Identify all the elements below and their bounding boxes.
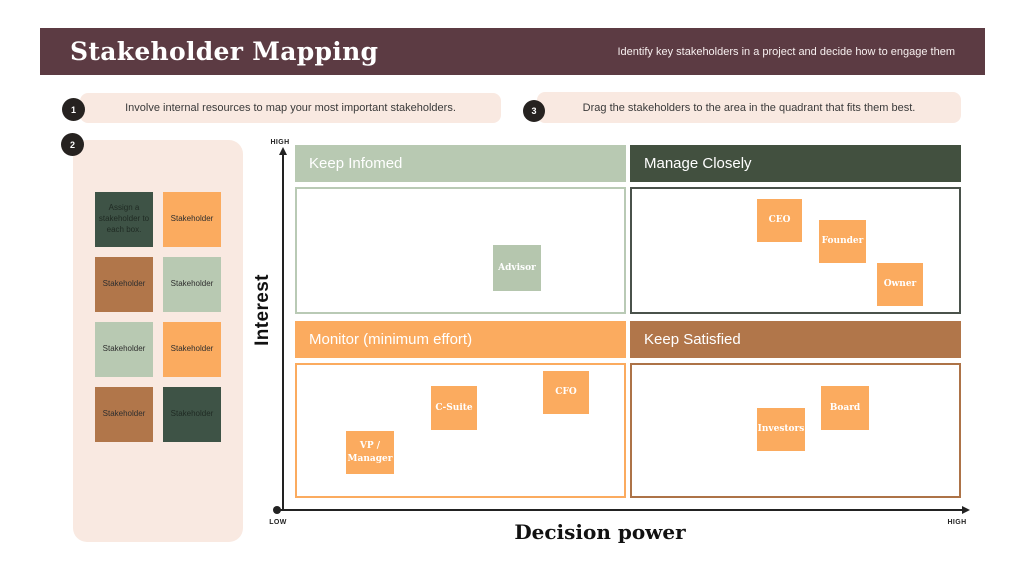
x-axis-line — [277, 509, 968, 511]
tray-stakeholder-box[interactable]: Stakeholder — [163, 192, 221, 247]
stakeholder-card[interactable]: CEO — [757, 199, 802, 242]
tray-stakeholder-box[interactable]: Stakeholder — [95, 322, 153, 377]
quadrant-title: Manage Closely — [644, 155, 752, 172]
y-axis-title: Interest — [252, 274, 273, 346]
stakeholder-card[interactable]: Founder — [819, 220, 866, 263]
tray-stakeholder-box[interactable]: Stakeholder — [95, 387, 153, 442]
quadrant-zone-keep-informed[interactable] — [295, 187, 626, 314]
quadrant-header-monitor: Monitor (minimum effort) — [295, 321, 626, 358]
stakeholder-card[interactable]: CFO — [543, 371, 589, 414]
header-subtitle: Identify key stakeholders in a project a… — [617, 45, 955, 58]
y-axis-high-label: HIGH — [270, 139, 290, 146]
stakeholder-card[interactable]: Board — [821, 386, 869, 430]
page-title: Stakeholder Mapping — [70, 37, 379, 66]
quadrant-title: Monitor (minimum effort) — [309, 331, 473, 348]
stakeholder-card[interactable]: Owner — [877, 263, 923, 306]
x-axis-title: Decision power — [514, 520, 686, 544]
stakeholder-card[interactable]: C-Suite — [431, 386, 477, 430]
x-axis-high-label: HIGH — [947, 519, 967, 526]
axis-origin-dot — [273, 506, 281, 514]
quadrant-header-manage-closely: Manage Closely — [630, 145, 961, 182]
quadrant-header-keep-satisfied: Keep Satisfied — [630, 321, 961, 358]
step-badge-3: 3 — [523, 100, 545, 122]
tray-stakeholder-box[interactable]: Stakeholder — [163, 387, 221, 442]
step-badge-1: 1 — [62, 98, 85, 121]
quadrant-title: Keep Satisfied — [644, 331, 741, 348]
tray-stakeholder-box[interactable]: Stakeholder — [95, 257, 153, 312]
stakeholder-tray: Assign a stakeholder to each box.Stakeho… — [73, 140, 243, 542]
stakeholder-tray-grid: Assign a stakeholder to each box.Stakeho… — [95, 192, 221, 442]
stakeholder-card[interactable]: Advisor — [493, 245, 541, 291]
stakeholder-card[interactable]: VP / Manager — [346, 431, 394, 474]
instruction-text-3: Drag the stakeholders to the area in the… — [582, 101, 916, 114]
tray-stakeholder-box[interactable]: Stakeholder — [163, 322, 221, 377]
tray-stakeholder-box[interactable]: Assign a stakeholder to each box. — [95, 192, 153, 247]
stakeholder-card[interactable]: Investors — [757, 408, 805, 451]
header-bar: Stakeholder Mapping Identify key stakeho… — [40, 28, 985, 75]
instruction-pill-1: Involve internal resources to map your m… — [80, 93, 501, 123]
x-axis-low-label: LOW — [269, 519, 287, 526]
quadrant-zone-keep-satisfied[interactable] — [630, 363, 961, 498]
quadrant-title: Keep Infomed — [309, 155, 403, 172]
x-axis-arrow-icon — [962, 506, 970, 514]
instruction-pill-3: Drag the stakeholders to the area in the… — [537, 92, 961, 123]
quadrant-header-keep-informed: Keep Infomed — [295, 145, 626, 182]
tray-stakeholder-box[interactable]: Stakeholder — [163, 257, 221, 312]
y-axis-line — [282, 153, 284, 510]
instruction-text-1: Involve internal resources to map your m… — [125, 102, 456, 114]
y-axis-arrow-icon — [279, 147, 287, 155]
step-badge-2: 2 — [61, 133, 84, 156]
